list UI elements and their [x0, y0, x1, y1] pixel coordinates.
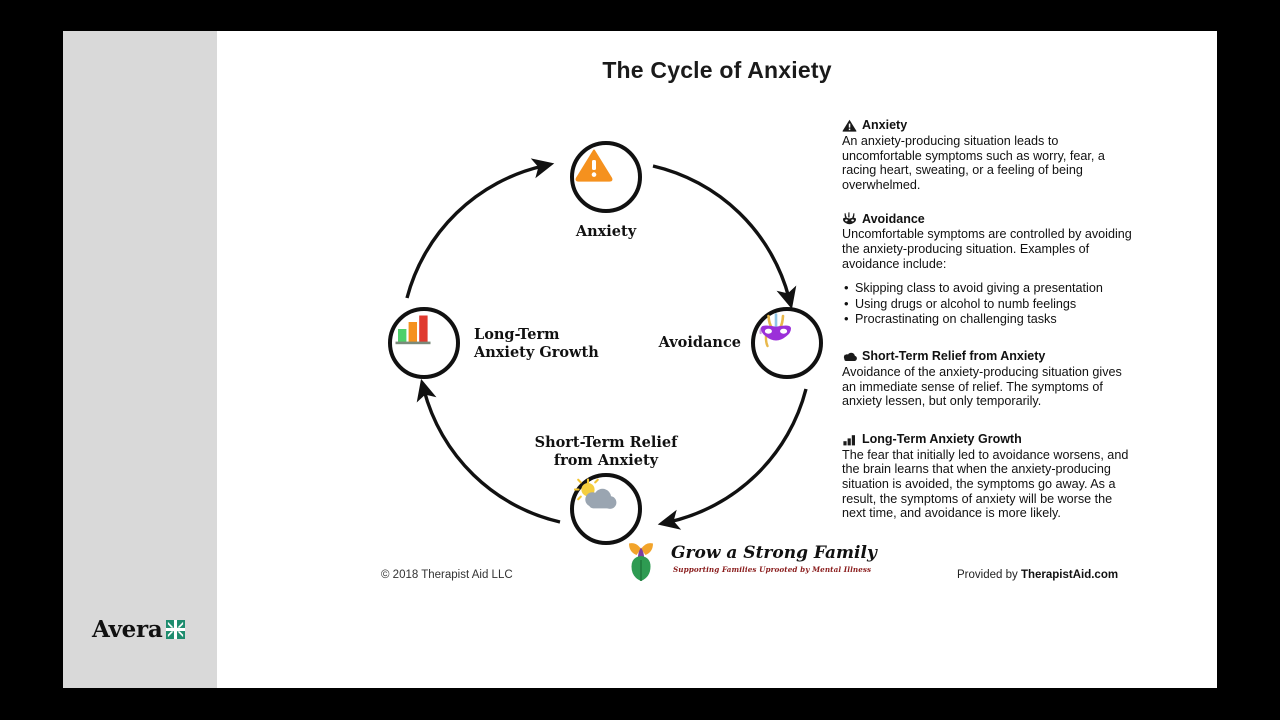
- section-header: Long-Term Anxiety Growth: [842, 432, 1132, 447]
- grow-logo-tagline: Supporting Families Uprooted by Mental I…: [673, 565, 872, 574]
- section-body: Avoidance of the anxiety-producing situa…: [842, 364, 1122, 409]
- list-item: Procrastinating on challenging tasks: [842, 311, 1132, 328]
- section-title: Anxiety: [862, 118, 908, 133]
- sun-behind-cloud-icon: [574, 478, 617, 509]
- warning-triangle-icon: [842, 119, 857, 133]
- copyright-text: © 2018 Therapist Aid LLC: [381, 569, 513, 581]
- section-title: Avoidance: [862, 211, 925, 226]
- avera-wordmark: Avera: [92, 616, 163, 643]
- tulip-icon: [629, 543, 653, 581]
- section-header: Anxiety: [842, 118, 1132, 133]
- bar-chart-icon: [842, 433, 857, 447]
- provided-by-text: Provided by TherapistAid.com: [957, 569, 1118, 581]
- section-body: An anxiety-producing situation leads to …: [842, 134, 1105, 192]
- slide-content-area: The Cycle of Anxiety: [217, 31, 1217, 688]
- cycle-arrows: [405, 158, 808, 530]
- slide-sidebar-band: [63, 31, 217, 688]
- cycle-node-anxiety[interactable]: [570, 141, 642, 213]
- section-header: Avoidance: [842, 212, 1132, 226]
- anxiety-cycle-diagram: Anxiety Avoidance Short-Term Relief from…: [357, 126, 827, 616]
- cycle-label-growth: Long-Term Anxiety Growth: [474, 326, 599, 362]
- cycle-node-growth[interactable]: [388, 307, 460, 379]
- grow-a-strong-family-logo: Grow a Strong Family Supporting Families…: [617, 540, 877, 588]
- therapistaid-brand: TherapistAid.com: [1020, 569, 1119, 581]
- bar-chart-icon: [395, 315, 431, 345]
- cycle-node-relief[interactable]: [570, 473, 642, 545]
- section-anxiety: Anxiety An anxiety-producing situation l…: [842, 118, 1132, 192]
- list-item: Using drugs or alcohol to numb feelings: [842, 296, 1132, 313]
- carnival-mask-icon: [759, 313, 791, 348]
- carnival-mask-icon: [842, 212, 857, 226]
- page-title: The Cycle of Anxiety: [602, 57, 832, 83]
- section-title: Short-Term Relief from Anxiety: [862, 349, 1046, 364]
- section-long-term-growth: Long-Term Anxiety Growth The fear that i…: [842, 432, 1132, 521]
- provided-prefix: Provided by: [957, 569, 1021, 581]
- cloud-icon: [842, 350, 857, 364]
- section-body: Uncomfortable symptoms are controlled by…: [842, 227, 1132, 271]
- list-item: Skipping class to avoid giving a present…: [842, 280, 1132, 297]
- section-short-term-relief: Short-Term Relief from Anxiety Avoidance…: [842, 349, 1132, 409]
- avoidance-examples-list: Skipping class to avoid giving a present…: [842, 280, 1132, 328]
- cycle-label-relief: Short-Term Relief from Anxiety: [534, 434, 678, 470]
- avera-logo: Avera: [92, 616, 186, 643]
- section-title: Long-Term Anxiety Growth: [862, 432, 1022, 447]
- cycle-node-avoidance[interactable]: [751, 307, 823, 379]
- section-avoidance: Avoidance Uncomfortable symptoms are con…: [842, 212, 1132, 328]
- slide: The Cycle of Anxiety: [63, 31, 1217, 688]
- avera-cross-icon: [166, 620, 186, 639]
- grow-logo-name: Grow a Strong Family: [671, 543, 877, 563]
- cycle-label-anxiety: Anxiety: [575, 223, 637, 240]
- section-header: Short-Term Relief from Anxiety: [842, 349, 1132, 364]
- section-body: The fear that initially led to avoidance…: [842, 447, 1129, 521]
- explanation-sections: Anxiety An anxiety-producing situation l…: [842, 118, 1132, 541]
- cycle-label-avoidance: Avoidance: [658, 334, 741, 351]
- warning-triangle-icon: [575, 149, 613, 182]
